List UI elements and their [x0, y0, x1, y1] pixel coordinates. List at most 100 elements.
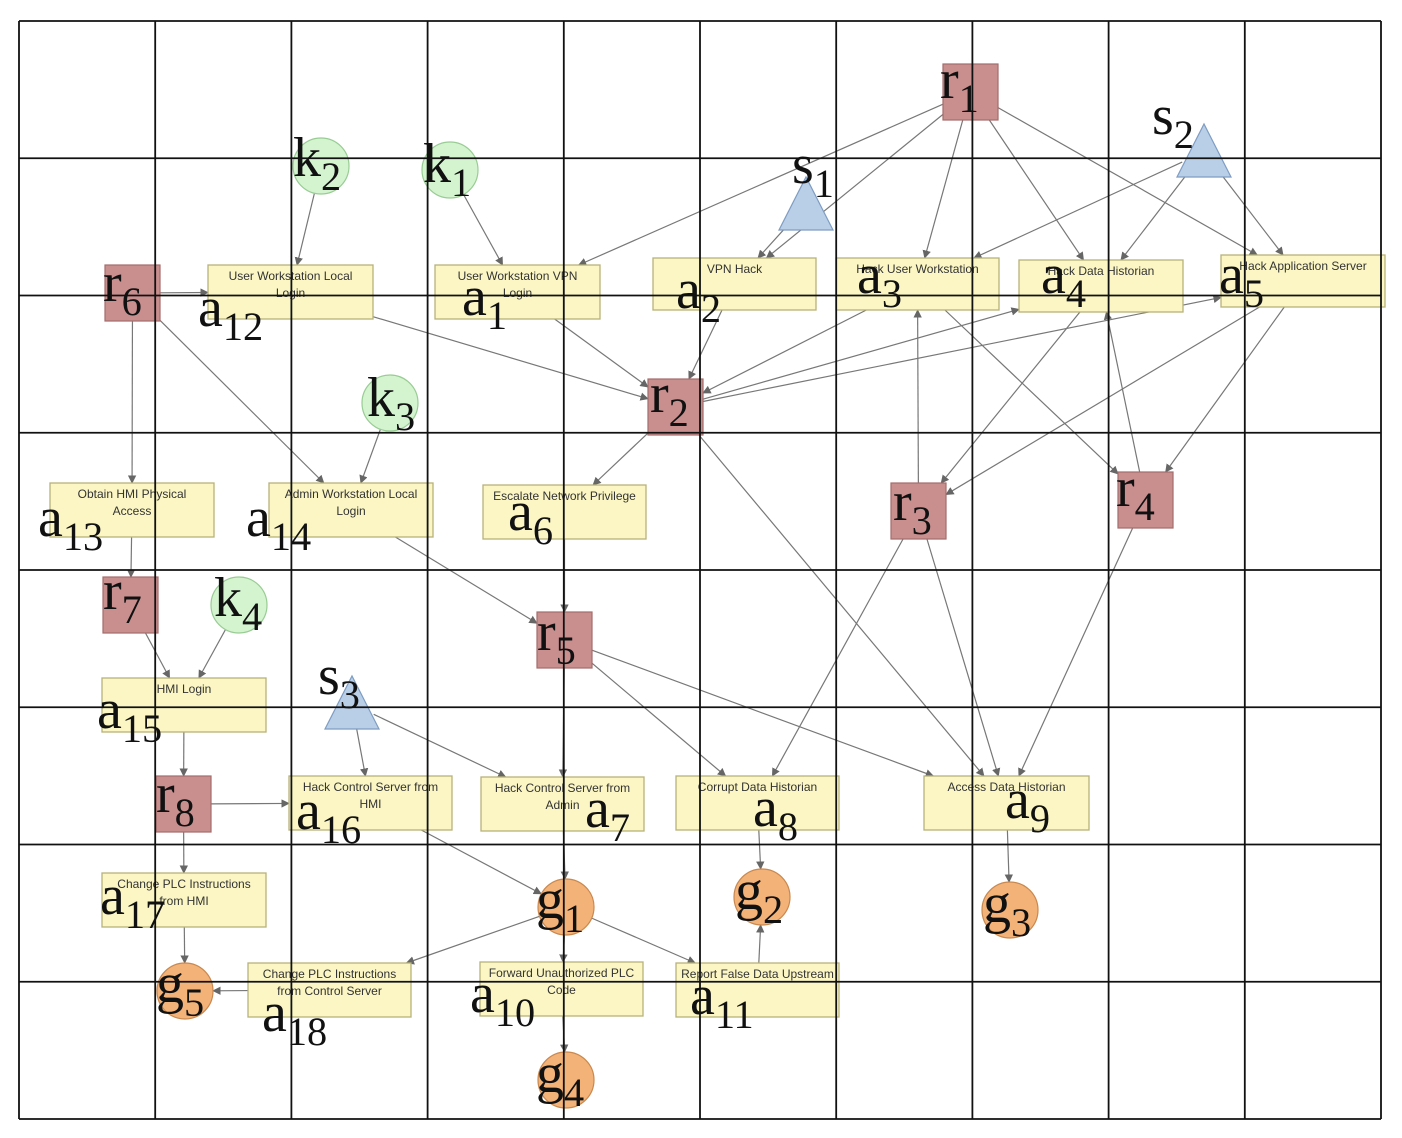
edge-a3-r2: [702, 309, 867, 394]
goal-circle-g3: [981, 881, 1039, 939]
action-box-a9: [923, 775, 1090, 831]
resource-node-r2[interactable]: r2: [647, 363, 704, 436]
edge-r1-a1: [577, 103, 944, 266]
edge-a4-r3: [940, 311, 1081, 484]
edge-k2-a12: [294, 193, 315, 266]
key-circle-k4: [210, 576, 268, 634]
edge-r2-a4: [702, 307, 1020, 400]
goal-circle-g5: [156, 962, 214, 1020]
resource-node-r4[interactable]: r4: [1116, 457, 1174, 529]
resource-symbol-r1: r1: [940, 49, 979, 121]
action-symbol-a7: a7: [585, 778, 630, 850]
edge-a5-r3: [945, 306, 1260, 496]
action-node-a12[interactable]: User Workstation LocalLogina12: [198, 264, 374, 349]
resource-node-r6[interactable]: r6: [103, 252, 161, 324]
edge-a9-g3: [1004, 829, 1014, 883]
edge-r3-a9: [926, 538, 1001, 777]
action-box-a11: [675, 962, 840, 1018]
action-label-a4: Hack Data Historian: [1048, 264, 1155, 278]
resource-symbol-r5: r5: [537, 601, 576, 673]
action-label-a16: Hack Control Server from: [303, 780, 438, 794]
action-label-a5: Hack Application Server: [1239, 259, 1366, 273]
key-symbol-k3: k3: [367, 367, 415, 439]
action-box-a13: [49, 482, 215, 538]
action-box-a17: [101, 872, 267, 928]
resource-box-r7: [102, 576, 159, 634]
goal-node-g4[interactable]: g4: [536, 1043, 595, 1115]
resource-node-r3[interactable]: r3: [890, 471, 947, 543]
action-label-a14: Admin Workstation Local: [285, 487, 418, 501]
edge-a2-r2: [688, 309, 723, 380]
key-node-k3[interactable]: k3: [361, 367, 419, 439]
skill-node-s1[interactable]: s1: [778, 134, 834, 231]
action-box-a14: [268, 482, 434, 538]
edge-g1-a11: [591, 917, 696, 964]
resource-symbol-r3: r3: [893, 471, 932, 543]
edge-s2-a3: [973, 161, 1183, 259]
edge-s2-a5: [1218, 170, 1284, 256]
edge-r4-a9: [1018, 527, 1134, 777]
action-box-a15: [101, 677, 267, 733]
resource-symbol-r8: r8: [156, 763, 195, 835]
edge-a5-r4: [1165, 306, 1285, 473]
action-symbol-a10: a10: [470, 963, 535, 1035]
action-label-a16: HMI: [360, 797, 382, 811]
action-symbol-a9: a9: [1005, 769, 1050, 841]
goal-symbol-g5: g5: [156, 953, 204, 1025]
action-symbol-a17: a17: [100, 865, 165, 937]
edge-a8-g2: [756, 829, 765, 870]
action-symbol-a3: a3: [857, 244, 902, 316]
resource-symbol-r2: r2: [650, 363, 689, 435]
goal-node-g3[interactable]: g3: [981, 873, 1039, 945]
edge-s3-a7: [373, 713, 507, 778]
resource-node-r8[interactable]: r8: [155, 763, 212, 835]
edge-r4-a4: [1103, 311, 1141, 473]
edge-r1-a2: [765, 113, 944, 259]
key-symbol-k1: k1: [423, 133, 471, 205]
edge-r1-a3: [922, 119, 964, 259]
resource-box-r6: [104, 264, 161, 322]
key-node-k2[interactable]: k2: [292, 127, 350, 199]
resource-node-r1[interactable]: r1: [940, 49, 999, 121]
edge-s3-a16: [355, 727, 369, 777]
goal-node-g1[interactable]: g1: [536, 869, 595, 941]
skill-triangle-s1: [778, 175, 834, 231]
resource-box-r3: [890, 482, 947, 540]
key-node-k4[interactable]: k4: [210, 567, 268, 639]
action-symbol-a11: a11: [690, 965, 754, 1037]
action-symbol-a4: a4: [1041, 244, 1086, 316]
skill-node-s2[interactable]: s2: [1152, 85, 1232, 178]
action-label-a3: Hack User Workstation: [856, 262, 978, 276]
goal-node-g5[interactable]: g5: [156, 953, 214, 1025]
action-box-a4: [1018, 259, 1184, 313]
edge-r7-a15: [144, 632, 171, 679]
skill-node-s3[interactable]: s3: [318, 645, 380, 730]
skill-triangle-s3: [324, 674, 380, 730]
edge-a3-r4: [944, 309, 1119, 475]
action-label-a7: Hack Control Server from: [495, 781, 630, 795]
edge-r2-a9: [698, 434, 985, 777]
goal-node-g2[interactable]: g2: [733, 860, 791, 932]
action-label-a11: Report False Data Upstream: [681, 967, 834, 981]
resource-node-r7[interactable]: r7: [102, 560, 159, 634]
resource-box-r4: [1117, 471, 1174, 529]
action-label-a1: User Workstation VPN: [458, 269, 578, 283]
key-node-k1[interactable]: k1: [421, 133, 479, 205]
